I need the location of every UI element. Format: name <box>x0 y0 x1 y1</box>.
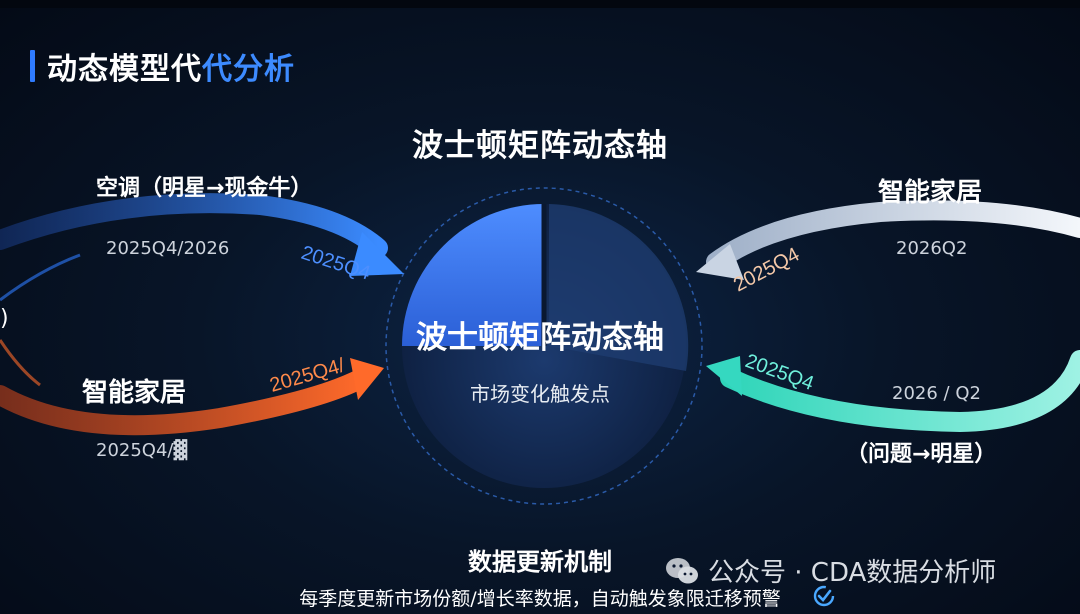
silver-arrow-curve <box>706 200 1080 272</box>
center-title: 波士顿矩阵动态轴 <box>416 320 664 356</box>
diagram-title: 波士顿矩阵动态轴 <box>412 128 668 164</box>
center-subtitle: 市场变化触发点 <box>470 382 610 406</box>
right-bottom-date: 2026 / Q2 <box>892 383 981 404</box>
slide-title: 动态模型代 代分析 <box>30 46 295 87</box>
wechat-icon <box>666 557 698 583</box>
watermark-text: 公众号 · CDA数据分析师 <box>708 558 997 588</box>
top-bar <box>0 0 1080 8</box>
outer-dashed-ring <box>385 187 703 505</box>
left-edge-mark: ) <box>0 306 9 331</box>
orange-arrowhead <box>350 358 384 400</box>
quadrant-secondary <box>549 204 689 371</box>
blue-arrowhead <box>350 232 404 276</box>
footer-title: 数据更新机制 <box>468 548 612 576</box>
teal-arrow-curve <box>720 350 1080 433</box>
left-bottom-title: 智能家居 <box>82 378 187 408</box>
orange-arrow-curve <box>0 368 372 436</box>
right-top-title: 智能家居 <box>878 178 983 208</box>
right-top-date: 2026Q2 <box>896 238 968 259</box>
left-top-date: 2025Q4/2026 <box>106 238 230 259</box>
slide-title-part2: 代分析 <box>202 52 295 87</box>
footer-description: 每季度更新市场份额/增长率数据，自动触发象限迁移预警 <box>299 588 781 610</box>
blue-arrow-curve <box>0 193 388 258</box>
quadrant-highlight <box>402 204 544 346</box>
watermark: 公众号 · CDA数据分析师 <box>664 552 996 589</box>
teal-arrowhead <box>706 356 742 396</box>
right-bottom-title: （问题→明星） <box>846 442 997 467</box>
slide-title-part1: 动态模型代 <box>47 52 202 87</box>
silver-arrowhead <box>696 244 744 280</box>
check-circle-icon <box>813 585 835 607</box>
title-accent-bar <box>30 50 35 82</box>
left-bottom-date: 2025Q4/▓ <box>96 440 188 461</box>
left-top-title: 空调（明星→现金牛） <box>96 176 313 201</box>
